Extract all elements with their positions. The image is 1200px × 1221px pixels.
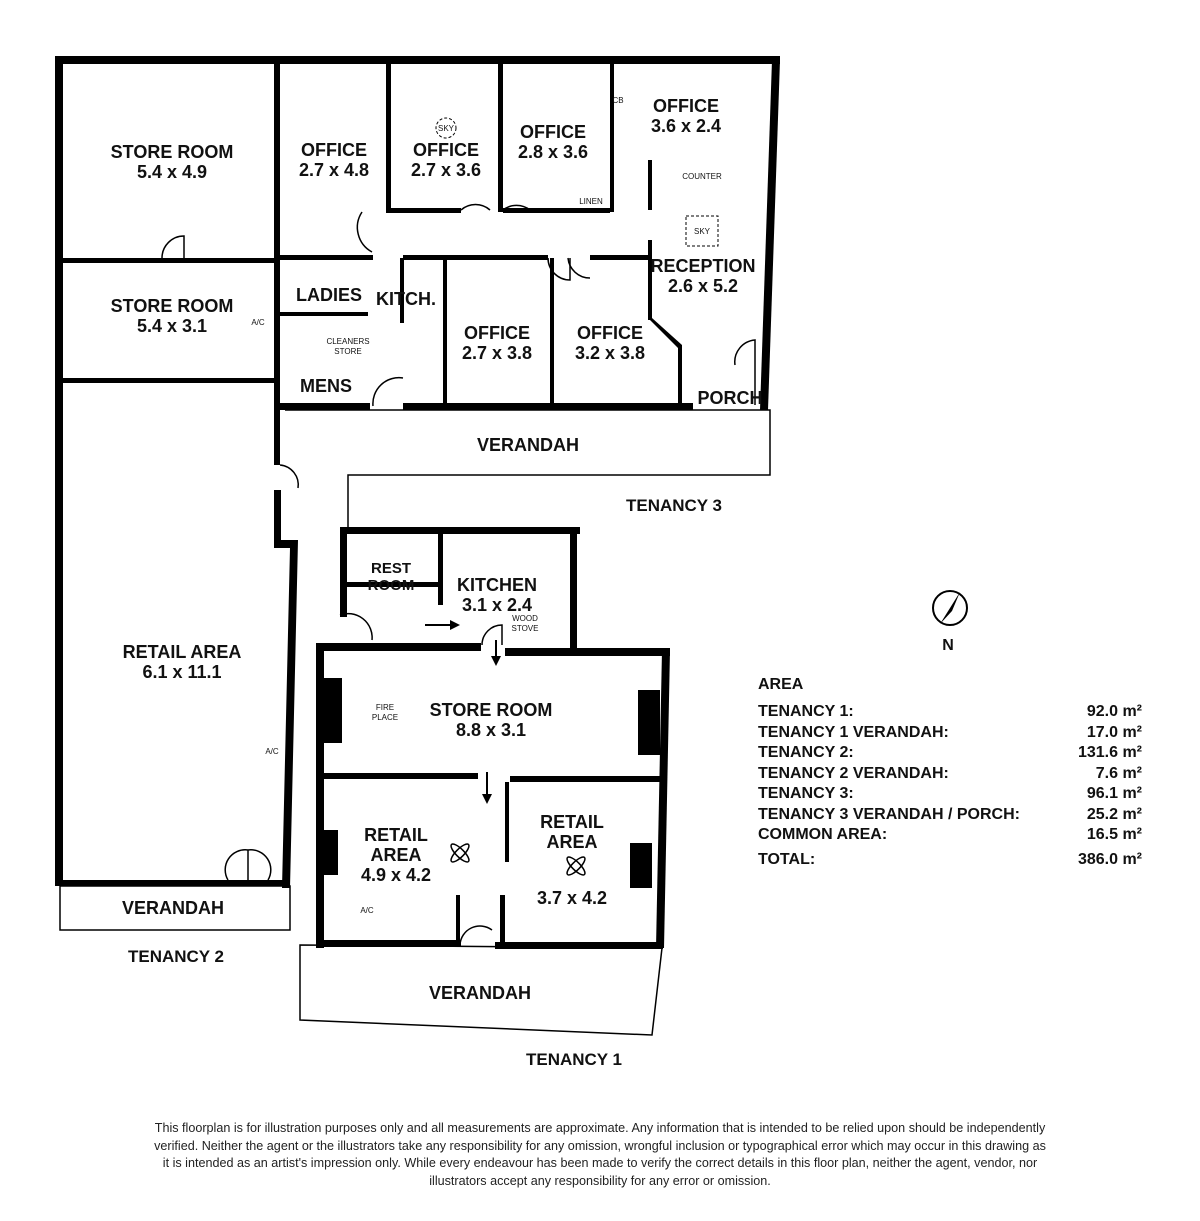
arrows (425, 620, 501, 804)
svg-text:RETAIL: RETAIL (540, 812, 604, 832)
area-label: TENANCY 1: (758, 703, 854, 720)
svg-text:COUNTER: COUNTER (682, 172, 722, 181)
area-table: AREA TENANCY 1: 92.0 m² TENANCY 1 VERANDA… (758, 676, 1142, 870)
compass-icon: N (932, 590, 968, 654)
svg-text:FIRE: FIRE (376, 703, 394, 712)
svg-text:A/C: A/C (265, 747, 279, 756)
verandah-tenancy-3 (285, 409, 771, 527)
svg-text:3.6 x 2.4: 3.6 x 2.4 (651, 116, 721, 136)
area-row: TENANCY 1 VERANDAH: 17.0 m² (758, 723, 1142, 744)
svg-text:RECEPTION: RECEPTION (650, 256, 755, 276)
svg-text:STOVE: STOVE (512, 624, 539, 633)
verandah-tenancy-2 (59, 885, 291, 931)
area-value: 92.0 m² (1086, 703, 1142, 720)
area-total-row: TOTAL: 386.0 m² (758, 850, 1142, 871)
svg-text:PORCH: PORCH (697, 388, 762, 408)
area-value: 131.6 m² (1077, 744, 1142, 761)
area-label: TENANCY 3 VERANDAH / PORCH: (758, 805, 1020, 823)
svg-text:5.4 x 4.9: 5.4 x 4.9 (137, 162, 207, 182)
area-label: TENANCY 3: (758, 785, 854, 802)
area-title: AREA (758, 676, 804, 693)
svg-text:2.8 x 3.6: 2.8 x 3.6 (518, 142, 588, 162)
svg-text:WOOD: WOOD (512, 614, 538, 623)
svg-text:2.7 x 3.6: 2.7 x 3.6 (411, 160, 481, 180)
area-label: TENANCY 1 VERANDAH: (758, 723, 949, 741)
svg-text:KITCH.: KITCH. (376, 289, 436, 309)
area-total-value: 386.0 m² (1077, 850, 1142, 868)
svg-text:ROOM: ROOM (368, 577, 415, 594)
svg-text:OFFICE: OFFICE (653, 96, 719, 116)
walls (55, 56, 780, 949)
skylight-icon (435, 117, 457, 139)
verandah-tenancy-1 (299, 944, 663, 1036)
svg-text:MENS: MENS (300, 376, 352, 396)
svg-text:PLACE: PLACE (372, 713, 398, 722)
svg-text:3.7 x 4.2: 3.7 x 4.2 (537, 888, 607, 908)
area-value: 25.2 m² (1086, 805, 1142, 823)
svg-text:AREA: AREA (370, 845, 421, 865)
svg-text:SKY: SKY (438, 124, 455, 133)
area-row: COMMON AREA: 16.5 m² (758, 825, 1142, 846)
area-row: TENANCY 1: 92.0 m² (758, 702, 1142, 723)
svg-text:TENANCY 1: TENANCY 1 (526, 1050, 622, 1069)
svg-text:A/C: A/C (360, 906, 374, 915)
room-labels: STORE ROOM 5.4 x 4.9 STORE ROOM 5.4 x 3.… (111, 96, 763, 1003)
area-row: TENANCY 2 VERANDAH: 7.6 m² (758, 764, 1142, 785)
svg-text:RETAIL: RETAIL (364, 825, 428, 845)
area-value: 96.1 m² (1086, 785, 1142, 802)
area-label: TENANCY 2: (758, 744, 854, 761)
tenancy-labels: TENANCY 3 TENANCY 2 TENANCY 1 (128, 496, 722, 1069)
svg-text:LADIES: LADIES (296, 285, 362, 305)
disclaimer: This floorplan is for illustration purpo… (154, 1121, 1046, 1188)
area-label: COMMON AREA: (758, 826, 888, 843)
svg-text:KITCHEN: KITCHEN (457, 575, 537, 595)
svg-text:OFFICE: OFFICE (577, 323, 643, 343)
skylight-icon (685, 215, 719, 247)
area-value: 16.5 m² (1086, 826, 1142, 843)
svg-text:3.2 x 3.8: 3.2 x 3.8 (575, 343, 645, 363)
svg-text:2.7 x 3.8: 2.7 x 3.8 (462, 343, 532, 363)
svg-text:CLEANERS: CLEANERS (326, 337, 369, 346)
area-row: TENANCY 3: 96.1 m² (758, 784, 1142, 805)
svg-text:4.9 x 4.2: 4.9 x 4.2 (361, 865, 431, 885)
svg-text:REST: REST (371, 560, 411, 577)
svg-text:STORE ROOM: STORE ROOM (111, 296, 234, 316)
svg-text:OFFICE: OFFICE (413, 140, 479, 160)
area-label: TENANCY 2 VERANDAH: (758, 764, 949, 782)
svg-text:6.1 x 11.1: 6.1 x 11.1 (142, 662, 221, 682)
area-total-label: TOTAL: (758, 850, 816, 868)
svg-text:2.6 x 5.2: 2.6 x 5.2 (668, 276, 738, 296)
svg-text:OFFICE: OFFICE (464, 323, 530, 343)
svg-text:VERANDAH: VERANDAH (429, 983, 531, 1003)
svg-text:3.1 x 2.4: 3.1 x 2.4 (462, 595, 532, 615)
svg-text:8.8 x 3.1: 8.8 x 3.1 (456, 720, 526, 740)
svg-text:CB: CB (612, 96, 623, 105)
svg-text:TENANCY 3: TENANCY 3 (626, 496, 722, 515)
svg-text:A/C: A/C (251, 318, 265, 327)
svg-text:RETAIL AREA: RETAIL AREA (123, 642, 242, 662)
area-row: TENANCY 3 VERANDAH / PORCH: 25.2 m² (758, 805, 1142, 826)
svg-text:N: N (942, 637, 954, 654)
svg-text:SKY: SKY (694, 227, 711, 236)
svg-text:STORE ROOM: STORE ROOM (111, 142, 234, 162)
svg-text:STORE: STORE (334, 347, 361, 356)
svg-text:OFFICE: OFFICE (301, 140, 367, 160)
area-row: TENANCY 2: 131.6 m² (758, 743, 1142, 764)
svg-text:5.4 x 3.1: 5.4 x 3.1 (137, 316, 207, 336)
svg-text:AREA: AREA (546, 832, 597, 852)
area-value: 17.0 m² (1086, 723, 1142, 741)
svg-text:VERANDAH: VERANDAH (477, 435, 579, 455)
svg-text:STORE ROOM: STORE ROOM (430, 700, 553, 720)
svg-text:LINEN: LINEN (579, 197, 603, 206)
area-value: 7.6 m² (1095, 764, 1142, 782)
svg-text:VERANDAH: VERANDAH (122, 898, 224, 918)
svg-text:TENANCY 2: TENANCY 2 (128, 947, 224, 966)
svg-text:OFFICE: OFFICE (520, 122, 586, 142)
ceiling-fan-icon (450, 843, 586, 876)
doors (161, 203, 756, 946)
svg-text:2.7 x 4.8: 2.7 x 4.8 (299, 160, 369, 180)
